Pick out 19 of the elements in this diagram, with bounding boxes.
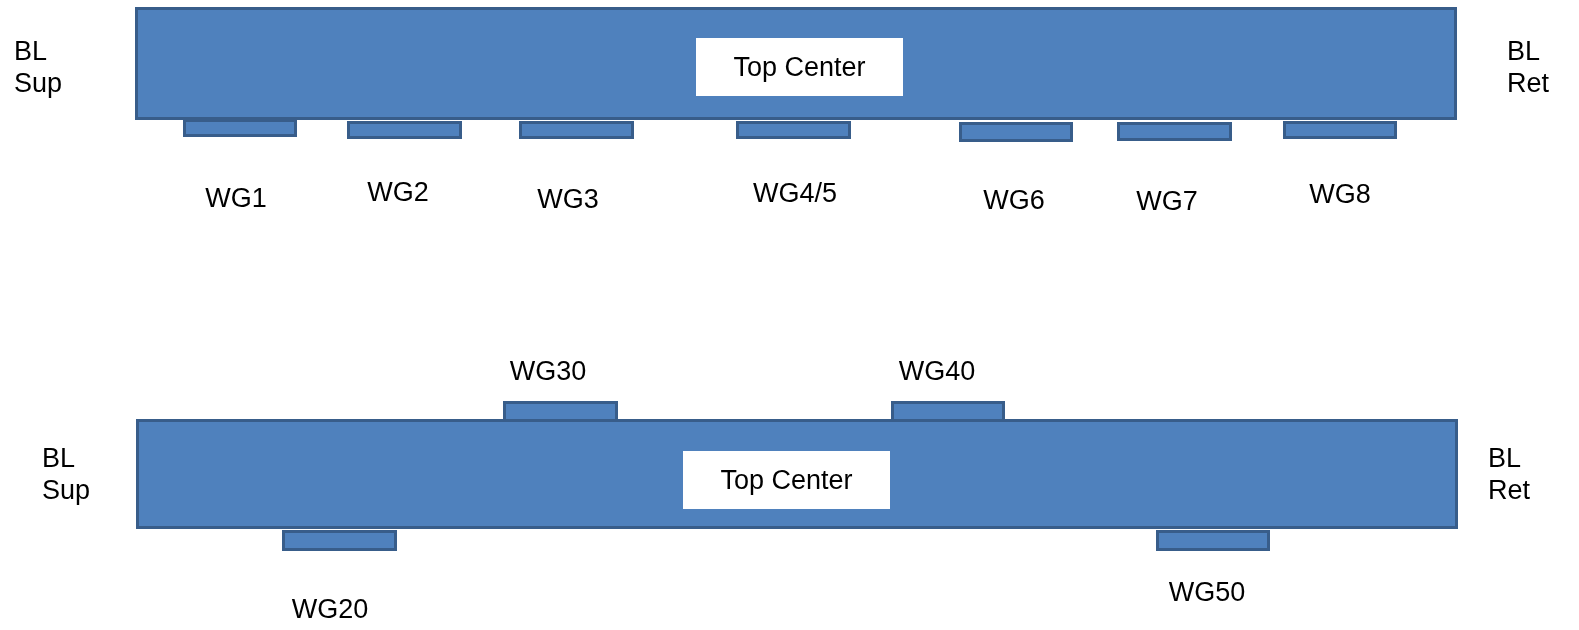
tab-label: WG3 (537, 183, 599, 216)
center-label: Top Center (696, 38, 903, 96)
tab-label: WG1 (205, 182, 267, 215)
side-label: BL Ret (1488, 442, 1532, 507)
bar-body (135, 7, 1457, 120)
tab-label: WG8 (1309, 178, 1371, 211)
side-label: BL Ret (1507, 35, 1551, 100)
tab-label: WG40 (898, 355, 976, 388)
tab-label: WG6 (983, 184, 1045, 217)
tab-label: WG20 (291, 593, 369, 626)
tab-label: WG4/5 (753, 177, 837, 210)
tab-label: WG50 (1168, 576, 1246, 609)
tab-label: WG30 (509, 355, 587, 388)
side-label: BL Sup (14, 35, 64, 100)
center-label: Top Center (683, 451, 890, 509)
bar-body (136, 419, 1458, 529)
tab-label: WG7 (1136, 185, 1198, 218)
tab-label: WG2 (367, 176, 429, 209)
side-label: BL Sup (42, 442, 92, 507)
